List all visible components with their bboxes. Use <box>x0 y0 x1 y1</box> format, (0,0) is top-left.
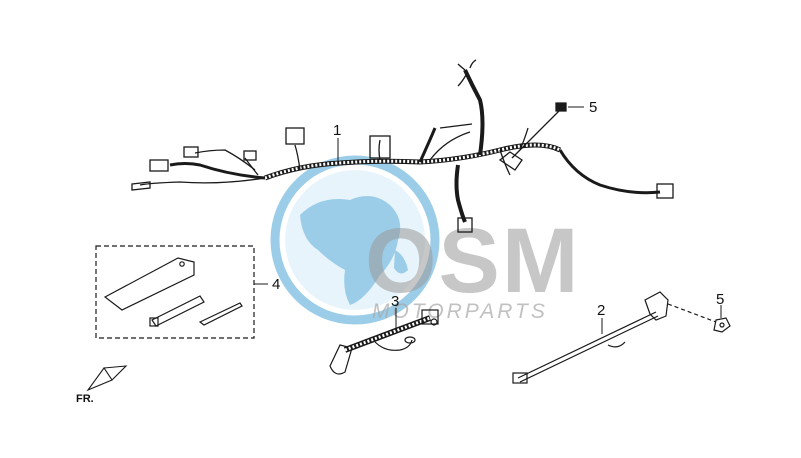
front-direction-label: FR. <box>76 393 94 405</box>
cable-assembly <box>512 291 669 384</box>
watermark-sub-text: MOTORPARTS <box>372 300 548 323</box>
callout-1: 1 <box>333 122 341 139</box>
callout-2: 2 <box>597 302 605 319</box>
watermark-globe <box>270 155 440 325</box>
wiring-harness <box>131 59 674 233</box>
tool-kit <box>95 245 255 339</box>
callout-5-right: 5 <box>716 291 724 308</box>
callout-3: 3 <box>391 293 399 310</box>
front-direction-marker <box>86 365 128 392</box>
callout-5-top: 5 <box>589 99 597 116</box>
side-stand-switch <box>329 309 439 375</box>
bolt-right <box>667 303 731 333</box>
tool-kit-box <box>95 245 255 339</box>
callout-4: 4 <box>272 276 280 293</box>
